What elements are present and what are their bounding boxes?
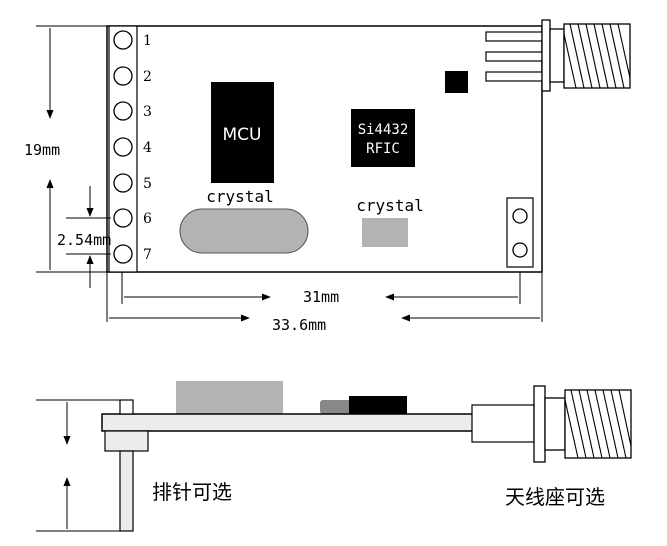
pin-hole xyxy=(113,30,133,50)
pin-hole xyxy=(113,66,133,86)
pin-hole xyxy=(113,173,133,193)
connector-pin xyxy=(485,71,543,82)
side-rf-crystal xyxy=(320,400,352,414)
side-rfic-chip xyxy=(349,396,407,414)
side-connector-base xyxy=(471,404,535,443)
outer-width-label: 33.6mm xyxy=(272,316,326,334)
pin-hole xyxy=(113,101,133,121)
connector-pin xyxy=(485,51,543,62)
rf-crystal-label: crystal xyxy=(356,196,423,215)
inner-width-label: 31mm xyxy=(303,288,339,306)
pitch-label: 2.54mm xyxy=(57,231,111,249)
side-pin-bottom xyxy=(119,450,134,532)
pin-hole xyxy=(113,244,133,264)
mcu-chip xyxy=(211,82,274,183)
mcu-crystal xyxy=(179,208,309,254)
pin-hole xyxy=(113,137,133,157)
mcu-label: MCU xyxy=(223,125,262,145)
rf-crystal xyxy=(362,218,408,247)
small-component xyxy=(445,71,468,93)
side-connector-body xyxy=(544,397,566,451)
connector-thread xyxy=(563,23,631,89)
side-pin-spacer xyxy=(104,430,149,452)
connector-pin xyxy=(485,31,543,42)
antenna-optional-note: 天线座可选 xyxy=(505,485,605,509)
top-view: 1 2 3 4 5 6 7 MCU Si4432 RFIC crystal cr… xyxy=(24,19,631,334)
antenna-pad xyxy=(512,208,528,224)
pin-number: 3 xyxy=(143,104,152,120)
rfic-chip xyxy=(351,109,415,167)
side-pcb xyxy=(101,413,533,432)
side-view: 排针可选 天线座可选 xyxy=(36,381,632,532)
connector-flange xyxy=(541,19,551,92)
rfic-label-line2: RFIC xyxy=(366,141,400,157)
pin-number: 5 xyxy=(143,176,152,192)
rfic-label-line1: Si4432 xyxy=(358,122,409,138)
pin-hole xyxy=(113,208,133,228)
pcb-outline xyxy=(106,25,543,273)
pin-number: 4 xyxy=(143,140,152,156)
height-label: 19mm xyxy=(24,141,60,159)
header-optional-note: 排针可选 xyxy=(152,480,232,504)
pin-number: 2 xyxy=(143,69,152,85)
thread-lines xyxy=(563,23,631,89)
mcu-crystal-label: crystal xyxy=(206,187,273,206)
side-connector-flange xyxy=(533,385,546,463)
pin-number: 7 xyxy=(143,247,152,263)
side-thread-lines xyxy=(564,389,632,459)
antenna-pad xyxy=(512,242,528,258)
connector-body xyxy=(549,28,565,83)
side-pin-top xyxy=(119,399,134,415)
side-mcu-crystal xyxy=(176,381,283,414)
pin-number: 6 xyxy=(143,211,152,227)
pin-number: 1 xyxy=(143,33,152,49)
